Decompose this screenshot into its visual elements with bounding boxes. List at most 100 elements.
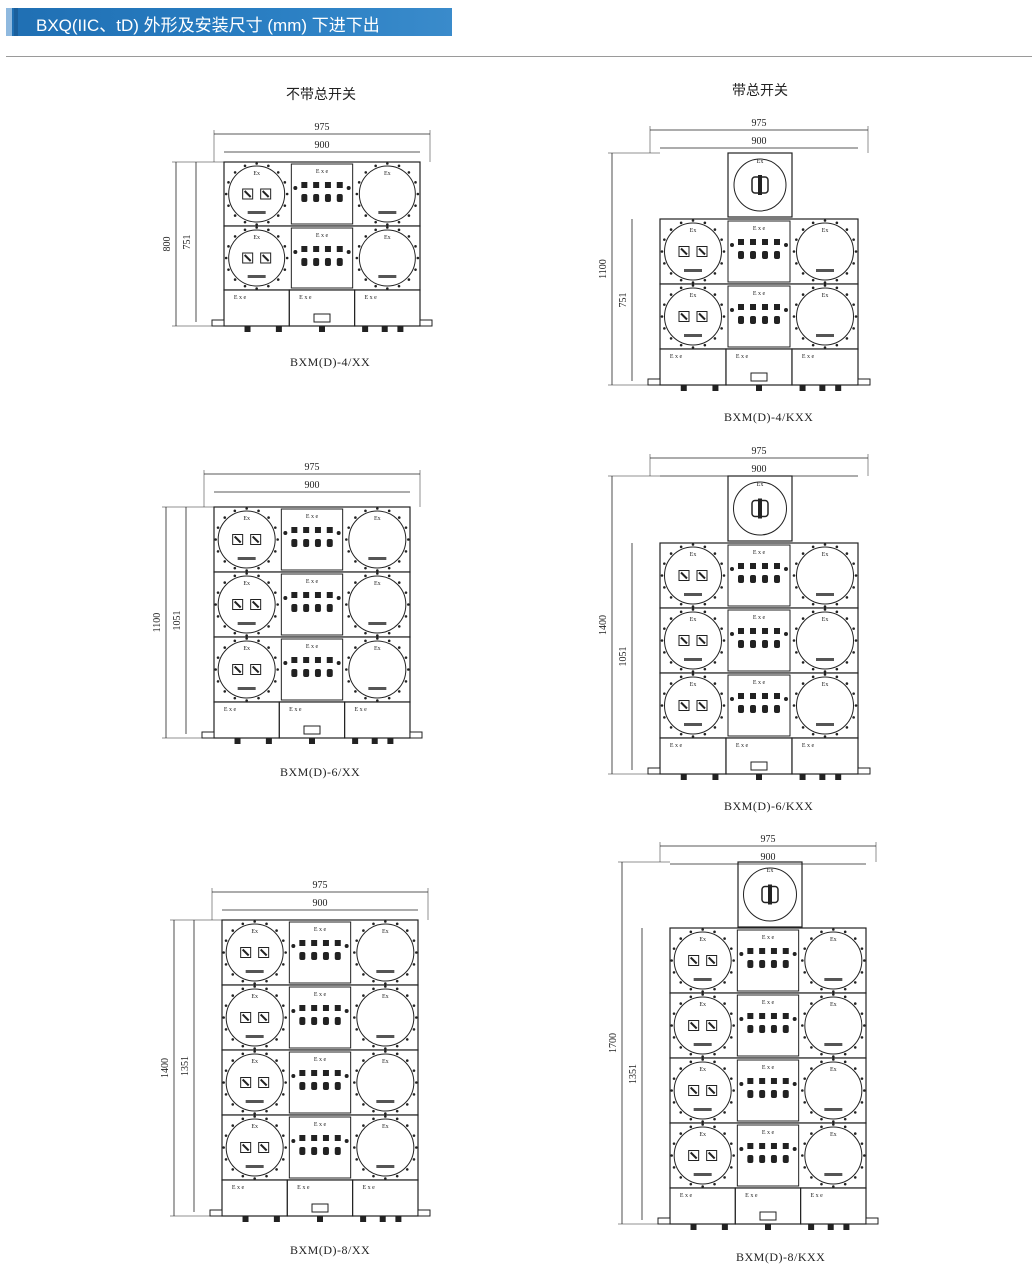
bolt: [730, 1166, 733, 1169]
bolt: [386, 287, 389, 290]
push-button: [334, 1017, 341, 1025]
bolt: [374, 220, 377, 224]
nameplate: [245, 1100, 264, 1103]
nameplate: [378, 275, 397, 278]
enclosure-circle: [664, 287, 722, 346]
exe-mark: E x e: [316, 169, 329, 175]
bolt: [801, 596, 805, 599]
nameplate: [237, 687, 256, 690]
bolt: [364, 631, 367, 635]
bolt: [275, 1103, 278, 1106]
bolt: [415, 1016, 418, 1019]
bolt: [372, 1109, 375, 1113]
bolt: [405, 1059, 409, 1062]
indicator-lamp: [301, 182, 308, 188]
cable-gland: [265, 738, 272, 744]
push-button: [750, 705, 756, 713]
bolt: [395, 1052, 399, 1056]
bolt: [863, 1089, 866, 1092]
indicator-lamp: [299, 1005, 306, 1011]
bolt: [811, 278, 815, 282]
ex-mark: Ex: [699, 937, 706, 943]
bolt: [267, 581, 270, 584]
bolt: [414, 245, 417, 248]
switch-handle: [698, 312, 706, 321]
switch-handle: [251, 600, 260, 609]
indicator-lamp: [336, 182, 343, 188]
switch-handle: [689, 1086, 698, 1095]
ex-mark: Ex: [374, 646, 381, 652]
bolt: [245, 634, 248, 637]
bolt: [792, 639, 796, 642]
bolt: [253, 1115, 256, 1118]
bolt: [803, 1101, 806, 1104]
bolt: [713, 995, 716, 999]
screw: [792, 1082, 797, 1086]
bolt: [384, 985, 387, 988]
bolt: [397, 516, 401, 519]
bolt: [835, 610, 839, 614]
bolt: [283, 245, 287, 248]
bolt: [224, 192, 228, 196]
bolt: [265, 1109, 268, 1113]
bolt: [282, 1158, 285, 1161]
ex-mark: Ex: [251, 1124, 258, 1130]
bolt: [845, 272, 849, 275]
nameplate: [693, 1108, 712, 1111]
bolt: [376, 507, 379, 510]
bolt: [227, 268, 230, 271]
enclosure-circle: [796, 611, 854, 670]
push-button: [770, 960, 777, 968]
bolt: [412, 1028, 416, 1031]
push-button: [334, 952, 341, 960]
bolt: [691, 543, 695, 546]
bolt: [275, 973, 278, 976]
bolt: [670, 1154, 673, 1157]
bolt: [231, 973, 235, 976]
terminal-box: [213, 701, 280, 739]
switch-handle: [689, 1151, 698, 1160]
cable-gland: [379, 1216, 386, 1222]
bolt: [405, 1168, 409, 1171]
bolt: [730, 1036, 733, 1039]
bolt: [672, 1166, 676, 1169]
nameplate: [816, 658, 834, 661]
bolt: [241, 1174, 245, 1178]
bolt: [255, 162, 258, 165]
push-button: [762, 251, 768, 259]
bolt: [853, 1111, 857, 1114]
cable-gland: [317, 1216, 323, 1222]
main-switch-handle: [758, 498, 762, 519]
bolt: [720, 327, 723, 330]
bolt: [253, 985, 256, 988]
bolt: [265, 922, 268, 926]
cable-gland: [319, 326, 325, 332]
switch-handle: [680, 247, 688, 256]
indicator-lamp: [774, 693, 780, 699]
bolt: [722, 639, 726, 642]
bolt: [274, 680, 277, 683]
push-button: [762, 640, 768, 648]
screw: [730, 632, 734, 636]
indicator-lamp: [303, 657, 310, 663]
bolt: [713, 552, 717, 555]
cable-gland: [244, 326, 251, 332]
bolt: [679, 1002, 683, 1005]
switch-handle: [707, 1086, 716, 1095]
bolt: [801, 228, 805, 231]
push-button: [303, 604, 310, 612]
bolt: [795, 238, 798, 241]
mounting-lug: [657, 1217, 671, 1225]
dim-width-inner: 900: [313, 898, 328, 909]
dim-height-inner: 1051: [172, 611, 183, 631]
bolt: [395, 1109, 399, 1113]
screw: [336, 531, 341, 535]
dim-height-inner: 1051: [618, 647, 629, 667]
bolt: [663, 627, 666, 630]
cable-gland: [273, 1216, 280, 1222]
push-button: [759, 1025, 766, 1033]
enclosure-circle: [356, 1118, 415, 1177]
bolt: [395, 1044, 399, 1048]
bolt: [397, 560, 401, 563]
